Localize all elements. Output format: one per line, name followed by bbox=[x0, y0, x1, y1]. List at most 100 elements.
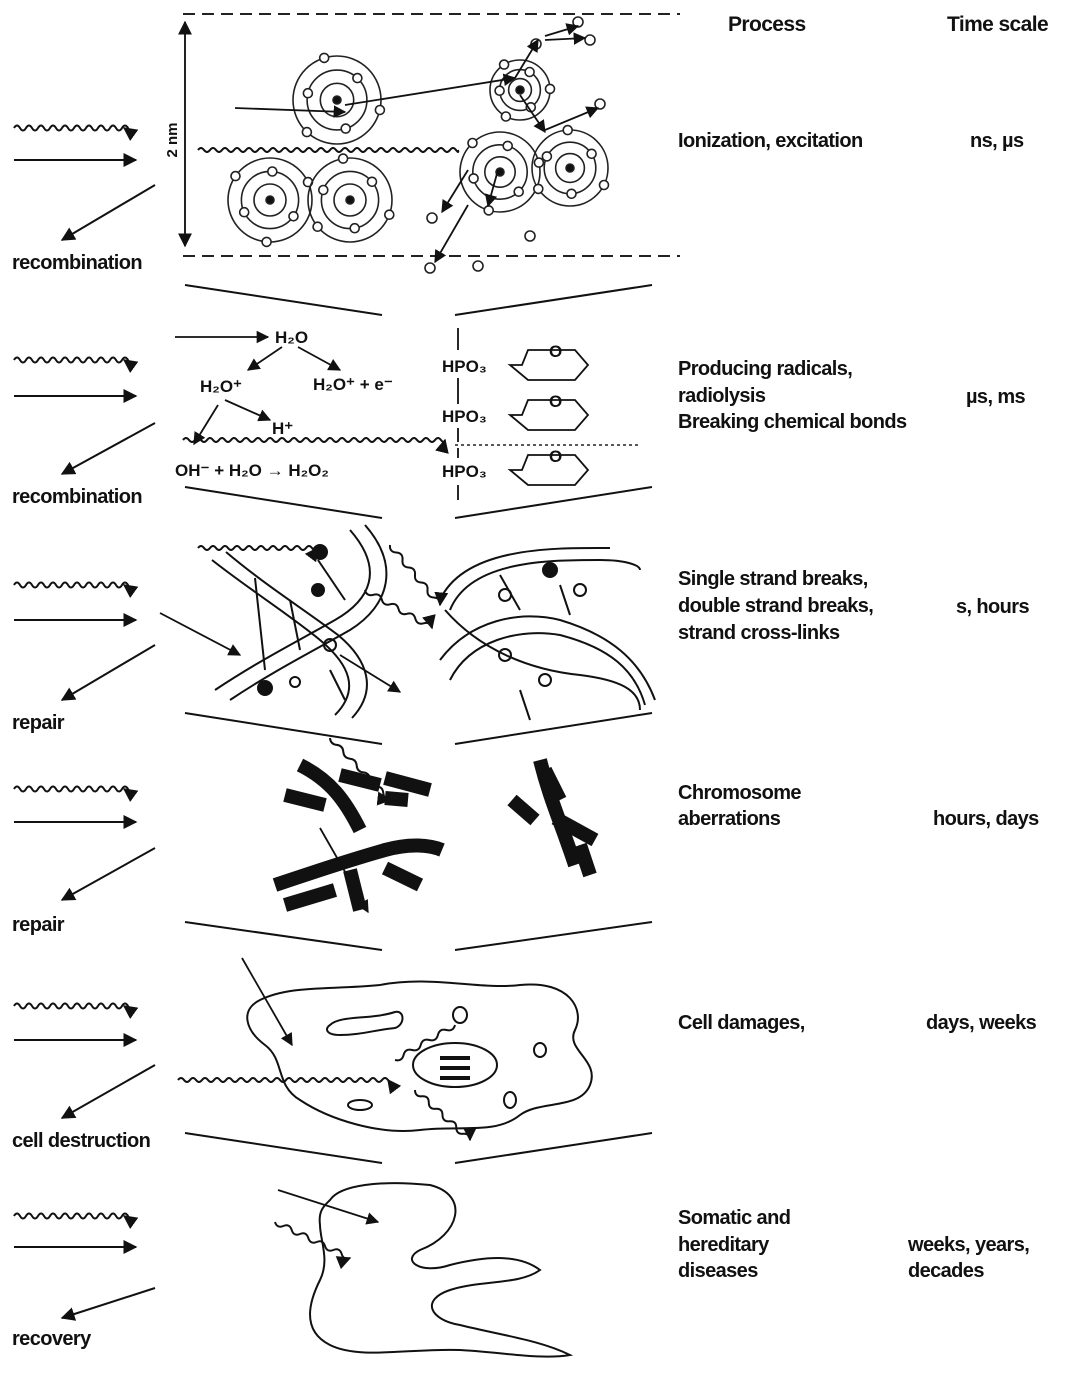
electron bbox=[350, 224, 359, 233]
outcome-label: recombination bbox=[12, 484, 142, 510]
radiation-wave-icon bbox=[14, 1004, 129, 1009]
free-electron bbox=[425, 263, 435, 273]
radiation-track bbox=[275, 1222, 350, 1259]
electron bbox=[587, 149, 596, 158]
process-header: Process bbox=[728, 12, 806, 38]
process-text: Single strand breaks, bbox=[678, 566, 868, 592]
free-electron bbox=[525, 231, 535, 241]
radiation-wave-icon bbox=[14, 126, 129, 131]
outcome-label: recovery bbox=[12, 1326, 91, 1352]
electron bbox=[534, 184, 543, 193]
electron bbox=[289, 212, 298, 221]
electron bbox=[268, 167, 277, 176]
electron bbox=[319, 186, 328, 195]
chem-h2o: H₂O bbox=[275, 328, 308, 347]
time-scale-text: hours, days bbox=[933, 806, 1039, 832]
ionization-arrows bbox=[235, 26, 598, 262]
electron bbox=[567, 189, 576, 198]
electron bbox=[525, 68, 534, 77]
outgoing-arrow-icon bbox=[62, 645, 155, 700]
radiation-track bbox=[198, 546, 318, 550]
nucleus bbox=[516, 86, 524, 94]
electron bbox=[484, 206, 493, 215]
process-text: radiolysis bbox=[678, 383, 765, 409]
chem-phosphate-1: HPO₃ bbox=[442, 357, 487, 376]
time-scale-text: µs, ms bbox=[966, 384, 1025, 410]
process-text: Somatic and bbox=[678, 1205, 790, 1231]
stage-separator-line bbox=[455, 922, 652, 950]
chem-oh-reaction: OH⁻ + H₂O → H₂O₂ bbox=[175, 461, 329, 480]
radiation-track bbox=[390, 545, 440, 605]
process-text: hereditary bbox=[678, 1232, 769, 1258]
outgoing-arrow-icon bbox=[62, 423, 155, 474]
electron bbox=[368, 177, 377, 186]
dna-helix-left bbox=[212, 525, 386, 718]
ring-oxygen-1: O bbox=[549, 342, 562, 361]
process-text: Ionization, excitation bbox=[678, 128, 863, 154]
process-text: double strand breaks, bbox=[678, 593, 873, 619]
process-text: aberrations bbox=[678, 806, 780, 832]
process-text: strand cross-links bbox=[678, 620, 840, 646]
outgoing-arrow-icon bbox=[62, 1065, 155, 1118]
radiation-wave-icon bbox=[14, 358, 129, 363]
time-scale-text: s, hours bbox=[956, 594, 1029, 620]
free-electron bbox=[473, 261, 483, 271]
outcome-label: cell destruction bbox=[12, 1128, 150, 1154]
stage-separator-line bbox=[185, 1133, 382, 1163]
electron bbox=[542, 152, 551, 161]
outcome-label: repair bbox=[12, 912, 64, 938]
radiation-track bbox=[198, 148, 458, 152]
radiation-track bbox=[183, 438, 445, 442]
electron bbox=[501, 112, 510, 121]
stage-separator-line bbox=[455, 285, 652, 315]
time-scale-text: ns, µs bbox=[970, 128, 1024, 154]
cell-arrows bbox=[242, 958, 292, 1045]
electron bbox=[500, 60, 509, 69]
stage-separator-line bbox=[455, 1133, 652, 1163]
electron bbox=[495, 86, 504, 95]
organism-arrows bbox=[278, 1190, 378, 1222]
nucleus bbox=[333, 96, 341, 104]
electron bbox=[563, 126, 572, 135]
radiation-wave-icon bbox=[14, 583, 129, 588]
process-text: Breaking chemical bonds bbox=[678, 409, 907, 435]
time-scale-text: weeks, years, bbox=[908, 1232, 1029, 1258]
process-text: Cell damages, bbox=[678, 1010, 805, 1036]
electron bbox=[468, 139, 477, 148]
electron bbox=[302, 128, 311, 137]
chem-h-plus: H⁺ bbox=[272, 419, 293, 438]
electron bbox=[600, 181, 609, 190]
nucleus bbox=[266, 196, 274, 204]
radiation-track bbox=[415, 1090, 470, 1140]
time-scale-header: Time scale bbox=[947, 12, 1048, 38]
electron bbox=[353, 74, 362, 83]
chem-phosphate-3: HPO₃ bbox=[442, 462, 487, 481]
outgoing-arrow-icon bbox=[62, 185, 155, 240]
nucleus bbox=[566, 164, 574, 172]
electron bbox=[240, 208, 249, 217]
electron bbox=[375, 106, 384, 115]
electron bbox=[341, 124, 350, 133]
free-electron bbox=[585, 35, 595, 45]
electron bbox=[534, 158, 543, 167]
free-electron bbox=[427, 213, 437, 223]
scale-label: 2 nm bbox=[164, 122, 181, 157]
outcome-label: recombination bbox=[12, 250, 142, 276]
outgoing-arrow-icon bbox=[62, 1288, 155, 1318]
electron bbox=[514, 187, 523, 196]
stage-separator-line bbox=[185, 922, 382, 950]
electron bbox=[262, 237, 271, 246]
process-text: Producing radicals, bbox=[678, 356, 852, 382]
stage-separator-line bbox=[455, 713, 652, 744]
process-text: Chromosome bbox=[678, 780, 801, 806]
electron bbox=[313, 222, 322, 231]
dna-damage-arrows bbox=[160, 613, 400, 692]
stage-separator-line bbox=[185, 285, 382, 315]
electron bbox=[385, 210, 394, 219]
time-scale-text: decades bbox=[908, 1258, 984, 1284]
process-text: diseases bbox=[678, 1258, 758, 1284]
dna-helix-right bbox=[440, 548, 655, 720]
electron bbox=[469, 174, 478, 183]
chem-h2o-plus: H₂O⁺ bbox=[200, 377, 242, 396]
